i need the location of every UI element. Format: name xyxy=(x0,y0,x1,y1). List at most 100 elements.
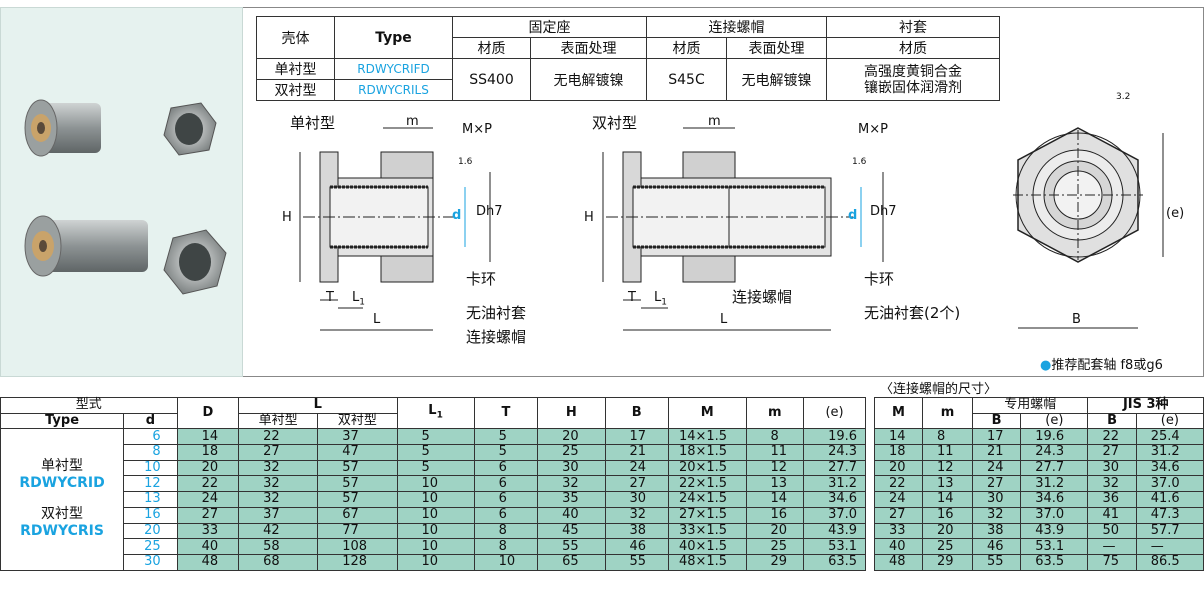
nut-cell-B1: 27 xyxy=(971,475,1022,493)
nut-cell-B1: 55 xyxy=(971,553,1022,571)
header-e: (e) xyxy=(803,396,866,430)
roughness-mark: 1.6 xyxy=(458,157,473,167)
bushing-material-line1: 高强度黄铜合金 xyxy=(864,63,962,80)
cell-H: 55 xyxy=(537,538,606,555)
label-snap-ring: 卡环 xyxy=(466,270,497,288)
nut-header-e: (e) xyxy=(1135,412,1204,430)
cell-d: 20 xyxy=(123,522,178,540)
mount-material: SS400 xyxy=(452,58,531,101)
nut-cell-M: 24 xyxy=(874,491,923,508)
cell-M: 24×1.5 xyxy=(667,491,747,508)
cell-B: 27 xyxy=(604,475,669,493)
cell-Ls: 68 xyxy=(238,553,319,571)
nut-cell-m: 11 xyxy=(922,444,973,461)
cell-e: 34.6 xyxy=(803,491,866,508)
nut-cell-B1: 46 xyxy=(971,538,1022,555)
cell-D: 27 xyxy=(176,506,240,524)
material-table: 壳体 Type 固定座 连接螺帽 衬套 材质 表面处理 材质 表面处理 材质 单… xyxy=(256,16,1000,101)
cell-M: 40×1.5 xyxy=(667,538,747,555)
label-oilless-bushing: 无油衬套 xyxy=(466,304,527,322)
nut-cell-M: 40 xyxy=(874,538,923,555)
cell-Ls: 37 xyxy=(238,506,319,524)
cell-B: 30 xyxy=(604,491,669,508)
cell-M: 14×1.5 xyxy=(667,428,747,446)
nut-cell-e1: 53.1 xyxy=(1020,538,1089,555)
sub-material: 材质 xyxy=(826,37,1000,59)
nut-cell-e1: 27.7 xyxy=(1020,459,1089,477)
technical-drawing xyxy=(299,127,1164,331)
label-mxp: M×P xyxy=(858,122,888,137)
nut-cell-e2: 47.3 xyxy=(1135,506,1204,524)
header-nut: 连接螺帽 xyxy=(646,16,827,38)
cell-Ld: 57 xyxy=(317,459,398,477)
header-L1: L1 xyxy=(396,396,475,430)
cell-m: 11 xyxy=(745,444,805,461)
cell-m: 20 xyxy=(745,522,805,540)
header-D: D xyxy=(176,396,240,430)
nut-cell-B1: 21 xyxy=(971,444,1022,461)
cell-d: 8 xyxy=(123,444,178,461)
nut-cell-e2: 31.2 xyxy=(1135,444,1204,461)
nut-cell-e1: 31.2 xyxy=(1020,475,1089,493)
cell-H: 35 xyxy=(537,491,606,508)
cell-m: 25 xyxy=(745,538,805,555)
label-nut: 连接螺帽 xyxy=(466,328,527,346)
cell-L1: 10 xyxy=(396,553,475,571)
nut-photo-2 xyxy=(163,229,227,295)
cell-B: 21 xyxy=(604,444,669,461)
nut-cell-m: 14 xyxy=(922,491,973,508)
label-L: L xyxy=(720,312,728,327)
nut-cell-e1: 19.6 xyxy=(1020,428,1089,446)
nut-cell-e1: 37.0 xyxy=(1020,506,1089,524)
cell-L1: 10 xyxy=(396,475,475,493)
cell-D: 22 xyxy=(176,475,240,493)
cell-D: 24 xyxy=(176,491,240,508)
header-bushing: 衬套 xyxy=(826,16,1000,38)
header-B: B xyxy=(604,396,669,430)
nut-cell-e2: 86.5 xyxy=(1135,553,1204,571)
nut-header-M: M xyxy=(874,396,923,430)
nut-cell-B2: 27 xyxy=(1087,444,1137,461)
nut-cell-e1: 43.9 xyxy=(1020,522,1089,540)
cell-d: 25 xyxy=(123,538,178,555)
cell-B: 32 xyxy=(604,506,669,524)
nut-surface: 无电解镀镍 xyxy=(726,58,827,101)
cell-e: 43.9 xyxy=(803,522,866,540)
nut-cell-M: 18 xyxy=(874,444,923,461)
cell-M: 22×1.5 xyxy=(667,475,747,493)
nut-cell-e2: 34.6 xyxy=(1135,459,1204,477)
cell-H: 45 xyxy=(537,522,606,540)
nut-header-jis: JIS 3种 xyxy=(1087,397,1204,414)
nut-cell-M: 33 xyxy=(874,522,923,540)
nut-header-m: m xyxy=(922,396,973,430)
double-type-title: 双衬型 xyxy=(592,114,638,132)
nut-cell-B2: 22 xyxy=(1087,428,1137,446)
label-T: T xyxy=(628,290,636,305)
cell-D: 20 xyxy=(176,459,240,477)
cell-T: 5 xyxy=(473,444,539,461)
row2-code: RDWYCRILS xyxy=(334,79,453,101)
sub-surface: 表面处理 xyxy=(530,37,647,59)
row2-name: 双衬型 xyxy=(256,79,335,101)
cell-H: 32 xyxy=(537,475,606,493)
label-H: H xyxy=(584,210,594,225)
nut-cell-e1: 63.5 xyxy=(1020,553,1089,571)
nut-header-B: B xyxy=(971,412,1022,430)
cell-L1: 10 xyxy=(396,491,475,508)
cell-m: 8 xyxy=(745,428,805,446)
cell-D: 48 xyxy=(176,553,240,571)
cell-T: 5 xyxy=(473,428,539,446)
cell-m: 13 xyxy=(745,475,805,493)
nut-header-e: (e) xyxy=(1020,412,1089,430)
nut-cell-B2: 30 xyxy=(1087,459,1137,477)
cell-L1: 10 xyxy=(396,538,475,555)
row1-name: 单衬型 xyxy=(256,58,335,80)
label-L: L xyxy=(373,312,381,327)
header-single: 单衬型 xyxy=(238,412,319,430)
